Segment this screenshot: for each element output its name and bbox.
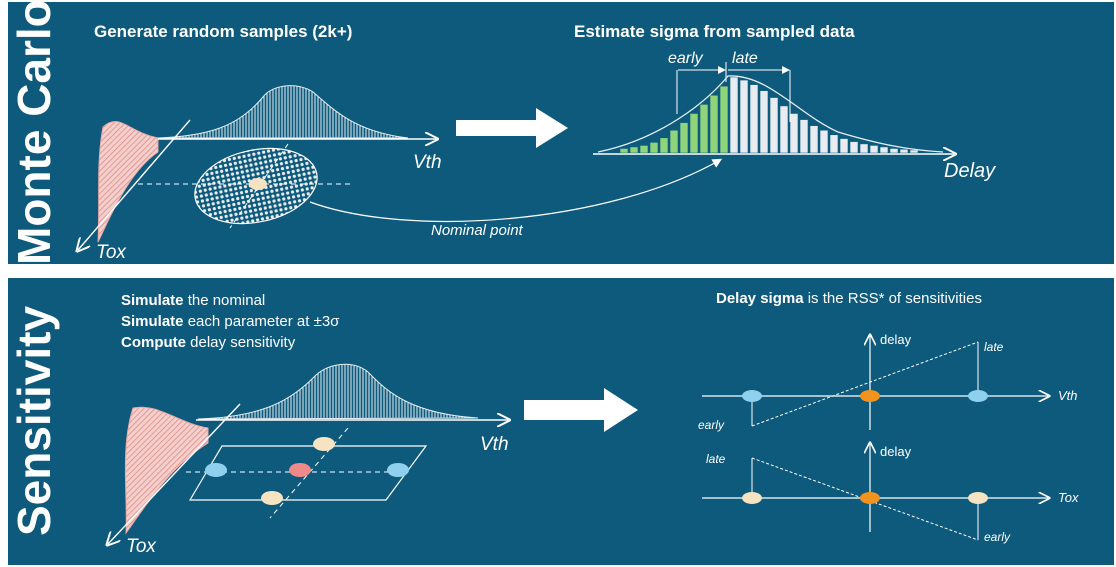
- histogram-bar-late: [849, 141, 859, 154]
- top-plot-x-label: Vth: [1058, 388, 1078, 403]
- step-3: Compute delay sensitivity: [121, 334, 296, 351]
- delay-histogram: [619, 76, 919, 154]
- sensitivity-diagram: [8, 278, 1114, 565]
- histogram-bar-late: [769, 97, 779, 154]
- sens-right-heading: Delay sigma is the RSS* of sensitivities: [716, 290, 982, 307]
- bottom-plot-y-label: delay: [880, 444, 912, 459]
- vth-high-point: [968, 390, 988, 402]
- histogram-bar-late: [829, 134, 839, 154]
- nominal-point-dot: [249, 178, 267, 190]
- histogram-bar-early: [669, 129, 679, 154]
- tox-nominal-point: [860, 492, 880, 504]
- histogram-bar-late: [729, 76, 739, 154]
- step-2: Simulate each parameter at ±3σ: [121, 313, 340, 330]
- bottom-plot-early-label: early: [984, 530, 1011, 544]
- step-1: Simulate the nominal: [121, 292, 266, 309]
- parameter-plane: [188, 445, 428, 501]
- histogram-bar-late: [899, 148, 909, 154]
- point-bottom: [261, 491, 283, 505]
- tox-low-point: [742, 492, 762, 504]
- point-nominal: [289, 463, 311, 477]
- mc-big-arrow: [456, 108, 568, 148]
- vth-distribution-2: [197, 363, 479, 420]
- vth-low-point: [742, 390, 762, 402]
- histogram-bar-late: [759, 90, 769, 154]
- histogram-bar-early: [719, 85, 729, 154]
- histogram-bar-late: [739, 79, 749, 154]
- tox-distribution-2: [124, 406, 209, 535]
- bottom-plot-late-label: late: [706, 452, 726, 466]
- vth-nominal-point: [860, 390, 880, 402]
- sens-big-arrow: [524, 388, 638, 432]
- histogram-bar-late: [839, 138, 849, 154]
- histogram-bar-early: [699, 104, 709, 154]
- bottom-plot-x-label: Tox: [1058, 490, 1079, 505]
- histogram-bar-early: [659, 137, 669, 154]
- histogram-bar-early: [619, 148, 629, 154]
- sens-vth-label: Vth: [480, 434, 509, 455]
- point-right: [387, 463, 409, 477]
- delay-axis-label: Delay: [944, 160, 996, 182]
- point-top: [313, 437, 335, 451]
- histogram-bar-late: [799, 119, 809, 154]
- mc-right-heading: Estimate sigma from sampled data: [574, 22, 855, 41]
- tox-axis: [78, 119, 191, 250]
- nominal-point-label: Nominal point: [431, 222, 523, 239]
- histogram-bar-late: [879, 146, 889, 154]
- mc-diagram: [8, 62, 1114, 264]
- histogram-bar-late: [809, 125, 819, 154]
- vth-distribution: [157, 85, 409, 139]
- histogram-bar-late: [779, 105, 789, 154]
- histogram-bar-early: [629, 146, 639, 154]
- sensitivity-panel: Sensitivity Simulate the nominal Simulat…: [8, 278, 1114, 565]
- histogram-bar-early: [709, 94, 719, 154]
- sens-tox-label: Tox: [126, 536, 156, 557]
- late-label: late: [732, 50, 758, 67]
- histogram-bar-early: [639, 145, 649, 154]
- top-plot-y-label: delay: [880, 332, 912, 347]
- histogram-bar-late: [909, 149, 919, 154]
- mc-vth-label: Vth: [413, 152, 442, 173]
- histogram-bar-late: [819, 129, 829, 154]
- point-left: [205, 463, 227, 477]
- histogram-bar-early: [649, 142, 659, 154]
- histogram-bar-late: [789, 113, 799, 154]
- monte-carlo-panel: Monte Carlo Generate random samples (2k+…: [8, 2, 1114, 264]
- histogram-bar-late: [859, 143, 869, 154]
- nominal-arrow: [309, 158, 723, 222]
- mc-tox-label: Tox: [96, 242, 126, 263]
- top-plot-early-label: early: [698, 418, 725, 432]
- early-label: early: [668, 50, 703, 67]
- top-plot-late-label: late: [984, 340, 1004, 354]
- sensitivity-steps: Simulate the nominal Simulate each param…: [121, 290, 339, 353]
- tox-distribution: [97, 121, 159, 243]
- histogram-bar-late: [869, 145, 879, 154]
- tox-high-point: [968, 492, 988, 504]
- histogram-bar-early: [689, 113, 699, 154]
- mc-left-heading: Generate random samples (2k+): [94, 22, 353, 41]
- histogram-bar-late: [889, 148, 899, 154]
- histogram-bar-early: [679, 122, 689, 154]
- histogram-bar-late: [749, 84, 759, 154]
